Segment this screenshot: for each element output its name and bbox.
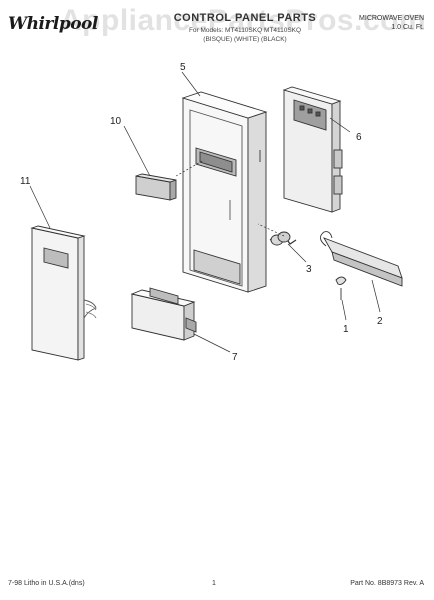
part-3-spring xyxy=(269,231,297,246)
product-name: MICROWAVE OVEN xyxy=(359,15,424,22)
part-2-lever xyxy=(320,231,403,287)
callout-11: 11 xyxy=(20,176,31,187)
product-capacity: 1.0 Cu. Ft. xyxy=(391,24,424,31)
callout-2: 2 xyxy=(377,316,383,327)
brand-logo: Whirlpool xyxy=(8,14,98,34)
callout-5: 5 xyxy=(180,62,186,73)
callout-7: 6 xyxy=(356,132,362,143)
part-6-button xyxy=(130,287,197,341)
product-info: MICROWAVE OVEN 1.0 Cu. Ft. xyxy=(359,14,424,32)
part-7-control-board xyxy=(282,86,343,213)
callout-10: 10 xyxy=(110,116,122,127)
footer-part-number: Part No. 8B8973 Rev. A xyxy=(350,580,424,587)
callout-1: 1 xyxy=(343,324,349,335)
part-11-panel xyxy=(30,225,97,361)
footer-litho: 7-98 Litho in U.S.A.(dns) xyxy=(8,580,85,587)
part-10-button xyxy=(135,173,177,201)
models-line: For Models: MT4110SKQ MT4110SKQ xyxy=(188,27,302,34)
leader-lines xyxy=(29,71,381,353)
colors-line: (BISQUE) (WHITE) (BLACK) xyxy=(203,36,287,43)
part-1-clip xyxy=(335,276,347,300)
part-5-frame xyxy=(181,91,268,293)
page-title: CONTROL PANEL PARTS xyxy=(173,12,317,24)
callout-6: 7 xyxy=(232,352,238,363)
callout-3: 3 xyxy=(306,264,312,275)
footer-page-number: 1 xyxy=(212,580,216,587)
